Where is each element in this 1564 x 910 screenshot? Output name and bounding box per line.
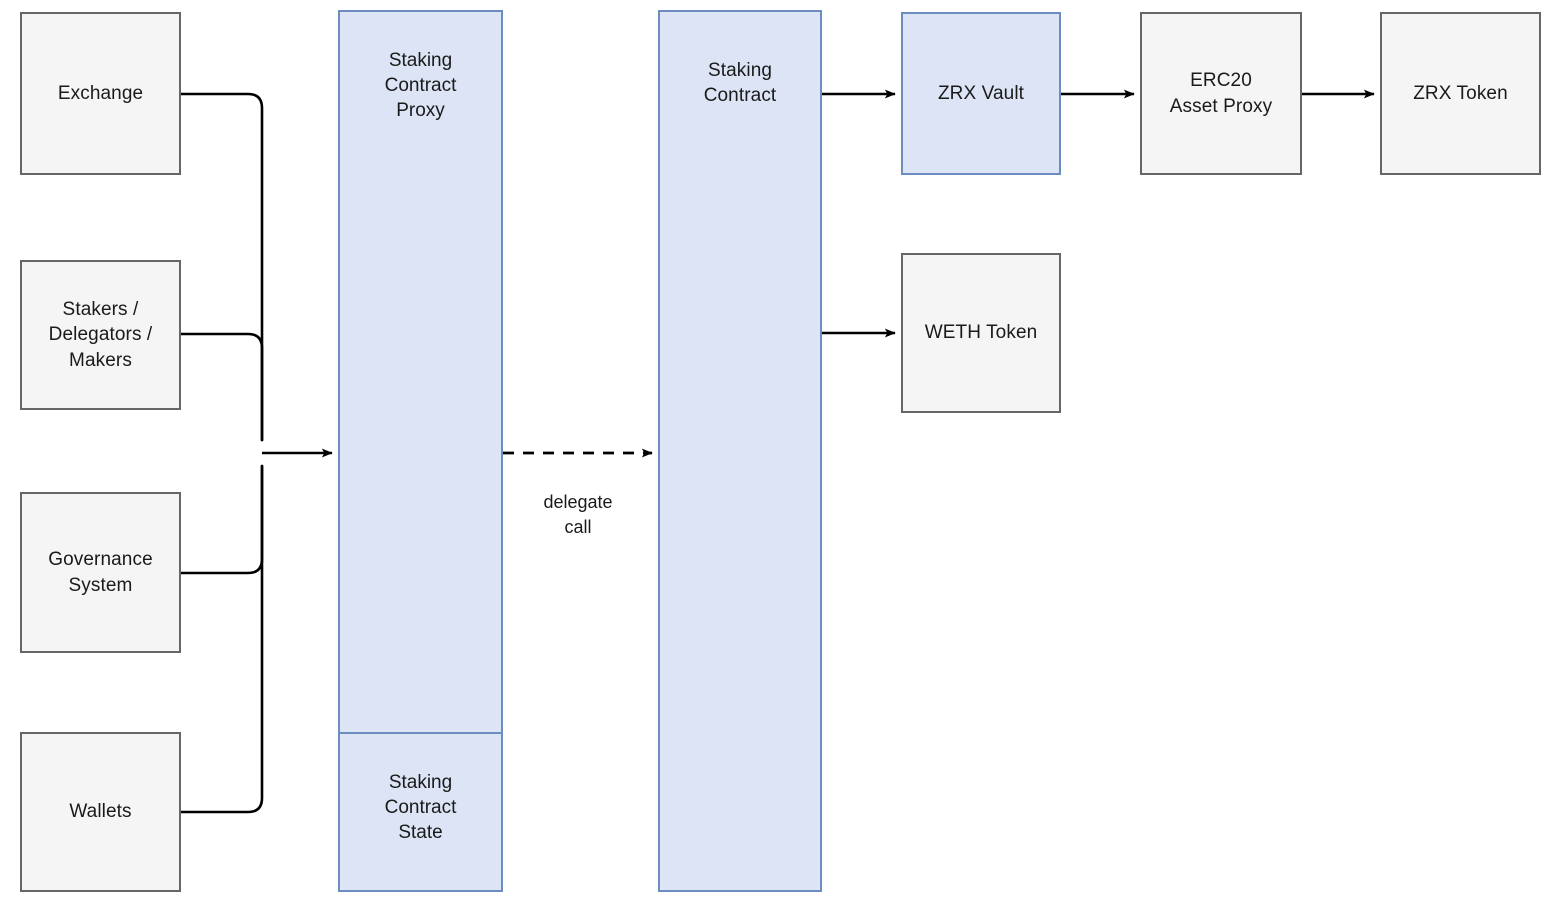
node-zrx-vault[interactable]: ZRX Vault [901,12,1061,175]
edge-exchange-to-trunk [179,92,264,442]
edge-label-delegate-call: delegate call [508,466,648,539]
node-staking-contract-state-label: Staking Contract State [384,772,457,844]
node-staking-contract-label: Staking Contract [703,60,777,107]
node-weth-token[interactable]: WETH Token [901,253,1061,413]
node-exchange[interactable]: Exchange [20,12,181,175]
node-exchange-label: Exchange [57,82,144,104]
node-zrx-token-label: ZRX Token [1413,82,1508,104]
node-governance-system[interactable]: Governance System [20,492,181,653]
node-stakers-delegators-makers-label: Stakers / Delegators / Makers [48,299,153,371]
node-staking-contract[interactable]: Staking Contract [658,10,822,892]
edge-governance-to-trunk [179,464,264,575]
node-staking-contract-proxy[interactable]: Staking Contract Proxy [338,10,503,734]
node-staking-contract-state[interactable]: Staking Contract State [338,732,503,892]
node-weth-token-label: WETH Token [924,322,1038,344]
node-wallets[interactable]: Wallets [20,732,181,892]
node-erc20-asset-proxy-label: ERC20 Asset Proxy [1169,70,1273,117]
node-wallets-label: Wallets [69,801,132,823]
edge-stakers-to-trunk [179,332,264,442]
node-zrx-token[interactable]: ZRX Token [1380,12,1541,175]
node-governance-system-label: Governance System [48,549,153,596]
node-staking-contract-proxy-label: Staking Contract Proxy [384,50,457,122]
node-erc20-asset-proxy[interactable]: ERC20 Asset Proxy [1140,12,1302,175]
node-zrx-vault-label: ZRX Vault [937,82,1025,104]
node-stakers-delegators-makers[interactable]: Stakers / Delegators / Makers [20,260,181,410]
edge-label-delegate-call-text: delegate call [543,492,613,537]
edge-wallets-to-trunk [179,464,264,814]
